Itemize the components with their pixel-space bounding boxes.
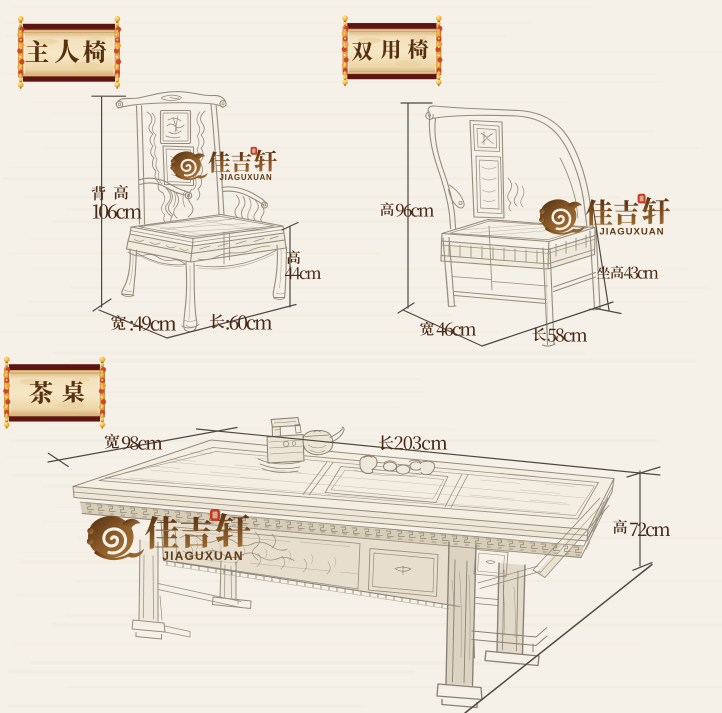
svg-text:JIAGUXUAN: JIAGUXUAN: [162, 549, 243, 563]
svg-text:JIAGUXUAN: JIAGUXUAN: [220, 173, 273, 182]
svg-text:JIAGUXUAN: JIAGUXUAN: [599, 227, 664, 238]
